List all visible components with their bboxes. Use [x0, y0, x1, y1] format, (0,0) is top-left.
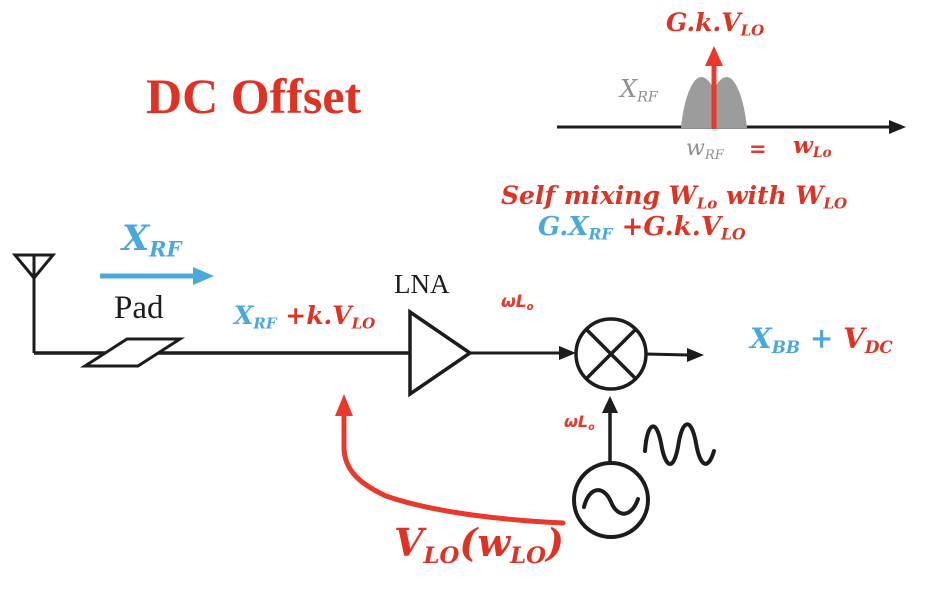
label-segment: with W	[717, 181, 824, 210]
baseband-output-label: XBB + VDC	[750, 324, 893, 357]
label-segment: RF	[637, 89, 658, 106]
label-segment: RF	[253, 314, 277, 333]
spectrum-wrf-label: wRF	[686, 137, 724, 163]
pad-label: Pad	[114, 290, 164, 326]
dc-spike-arrow	[705, 46, 723, 129]
lna-to-mixer-arrow	[470, 346, 576, 360]
label-segment: G.k.	[643, 212, 701, 242]
label-segment: LO	[351, 314, 376, 333]
label-segment: Lo	[696, 194, 718, 213]
label-segment: DC	[864, 337, 893, 358]
label-segment: V	[843, 322, 865, 355]
wlo-handwritten-top: ωLo	[501, 292, 534, 314]
label-segment: w	[477, 520, 511, 565]
lna-label: LNA	[394, 269, 450, 299]
sine-wave-icon	[643, 422, 716, 466]
lo-to-mixer-arrow	[602, 396, 618, 462]
label-segment: RF	[588, 224, 613, 244]
lna-triangle	[408, 308, 474, 398]
label-segment: X	[620, 75, 638, 103]
label-segment: ωL	[501, 292, 527, 312]
page-title: DC Offset	[146, 68, 362, 124]
line-signal-label: XRF +k.VLO	[234, 301, 376, 333]
wlo-handwritten-bottom: ωLo	[564, 412, 595, 433]
label-segment: V	[394, 520, 424, 565]
label-segment: BB	[771, 337, 801, 358]
label-segment: LO	[721, 224, 746, 244]
label-segment: X	[568, 212, 589, 242]
label-segment: V	[700, 212, 721, 242]
label-segment: X	[234, 301, 254, 330]
vlo-leakage-label: VLO(wLO)	[394, 523, 564, 569]
spectrum-signal-label: XRF	[620, 75, 658, 106]
label-segment: RF	[149, 236, 182, 262]
label-segment: X	[122, 218, 150, 259]
antenna-icon	[11, 253, 57, 353]
label-segment: )	[545, 520, 564, 565]
input-arrow-icon	[100, 267, 214, 285]
label-segment: LO	[423, 542, 460, 569]
label-segment: Lo	[812, 145, 832, 162]
label-segment: +	[612, 212, 644, 242]
label-segment: o	[526, 302, 534, 314]
label-segment: (	[459, 520, 478, 565]
oscillator-icon	[572, 461, 650, 539]
label-segment: o	[588, 421, 595, 433]
label-segment: +	[800, 322, 844, 355]
label-segment: w	[793, 132, 813, 159]
label-segment: G.	[538, 212, 569, 242]
label-segment: LO	[740, 21, 765, 40]
input-signal-label: XRF	[122, 218, 182, 262]
label-segment: Self mixing W	[501, 181, 697, 210]
spectrum-equals-sign: =	[749, 137, 767, 161]
label-segment: RF	[704, 147, 724, 163]
label-segment: +	[276, 301, 307, 330]
self-mixing-note: Self mixing WLo with WLO	[501, 181, 848, 213]
output-arrow-icon	[645, 348, 704, 362]
label-segment: V	[332, 301, 352, 330]
label-segment: G.k.V	[666, 8, 741, 37]
label-segment: ωL	[564, 412, 589, 431]
label-segment: X	[750, 322, 772, 355]
label-segment: k.	[306, 301, 333, 330]
pad-symbol	[79, 337, 186, 368]
label-segment: LO	[510, 542, 546, 569]
label-segment: LO	[823, 194, 848, 213]
spectrum-peak-label: G.k.VLO	[666, 8, 765, 40]
mixer-icon	[574, 317, 648, 391]
leakage-arrow-icon	[335, 394, 566, 526]
spectrum-wlo-label: wLo	[793, 132, 832, 162]
label-segment: w	[686, 136, 705, 161]
output-sum-note: G.XRF +G.k.VLO	[538, 212, 746, 244]
